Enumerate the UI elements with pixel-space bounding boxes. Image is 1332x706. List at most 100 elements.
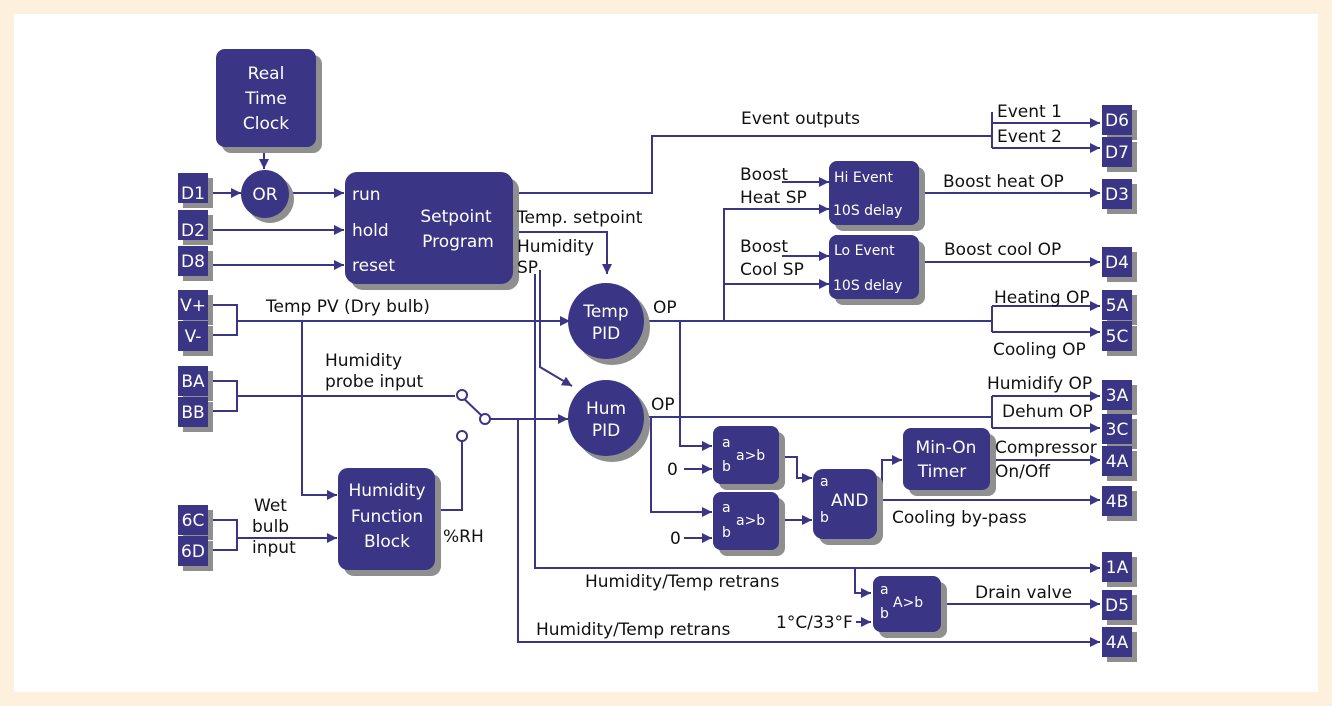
- drain-comparator-a: a: [880, 582, 889, 598]
- terminal-vminus: [178, 321, 208, 351]
- drain-comparator-block: [873, 576, 941, 632]
- setpoint-run-label: run: [352, 185, 381, 205]
- setpoint-title-2: Program: [422, 232, 494, 252]
- terminal-4a-label: 4A: [1106, 452, 1129, 472]
- terminal-6c-label: 6C: [182, 511, 205, 531]
- compressor-line-1: Compressor: [995, 438, 1097, 458]
- hum-pid-op-label: OP: [651, 395, 675, 415]
- terminal-1a-label: 1A: [1106, 558, 1129, 578]
- and-gate-block: [813, 469, 877, 539]
- rtc-line-1: Real: [248, 64, 285, 84]
- event-1-label: Event 1: [997, 102, 1062, 122]
- terminal-3a: [1102, 380, 1132, 410]
- hum-pid-line-2: PID: [592, 421, 620, 441]
- terminal-5c-label: 5C: [1106, 327, 1129, 347]
- temp-pv-label: Temp PV (Dry bulb): [265, 297, 430, 317]
- compressor-line-2: On/Off: [995, 462, 1051, 482]
- setpoint-hold-label: hold: [352, 221, 389, 241]
- event-outputs-label: Event outputs: [741, 109, 860, 129]
- terminal-6d: [178, 536, 208, 566]
- terminal-4a-retrans-label: 4A: [1106, 633, 1129, 653]
- terminal-ba-label: BA: [181, 372, 205, 392]
- hum-pid-line-1: Hum: [586, 399, 626, 419]
- humidify-op-label: Humidify OP: [987, 374, 1092, 394]
- real-time-clock-block: [216, 49, 316, 147]
- signal-labels: Event outputs Event 1 Event 2 Boost Heat…: [252, 102, 1097, 640]
- comparator-1-op: a>b: [736, 448, 765, 464]
- terminal-vplus: [178, 290, 208, 320]
- boost-cool-sp-line-1: Boost: [740, 237, 788, 257]
- and-gate-b: b: [820, 510, 829, 526]
- lo-event-delay: 10S delay: [833, 278, 902, 294]
- lo-event-block: [829, 235, 919, 299]
- terminal-d5-label: D5: [1105, 596, 1129, 616]
- terminal-4b-label: 4B: [1106, 492, 1128, 512]
- hfb-line-3: Block: [364, 532, 410, 552]
- switch-contact-upper: [456, 389, 468, 401]
- terminal-4a-retrans: [1102, 627, 1132, 657]
- wet-bulb-line-3: input: [252, 538, 296, 558]
- terminal-d6: [1102, 105, 1132, 135]
- terminal-d8: [178, 246, 208, 276]
- terminal-3c-label: 3C: [1106, 420, 1129, 440]
- terminal-d1-label: D1: [181, 184, 205, 204]
- terminal-d7: [1102, 137, 1132, 167]
- terminal-bb-label: BB: [181, 403, 204, 423]
- comparator-2-block: [713, 492, 779, 550]
- humidity-selector-switch: [456, 389, 491, 442]
- terminal-6d-label: 6D: [181, 542, 205, 562]
- cooling-bypass-label: Cooling by-pass: [892, 508, 1027, 528]
- terminal-d1: [178, 173, 208, 203]
- function-blocks: Real Time Clock OR run hold reset Setpoi…: [216, 49, 996, 638]
- comparator-1-b: b: [722, 459, 731, 475]
- terminal-6c: [178, 505, 208, 535]
- humidity-function-block: [338, 468, 435, 570]
- cooling-op-label: Cooling OP: [993, 340, 1086, 360]
- setpoint-title-1: Setpoint: [420, 207, 492, 227]
- timer-line-1: Min-On: [916, 438, 977, 458]
- terminal-d3-label: D3: [1105, 185, 1129, 205]
- terminal-4b: [1102, 486, 1132, 516]
- terminal-d8-label: D8: [181, 252, 205, 272]
- comparator-2-a: a: [722, 500, 731, 516]
- temp-pid-line-1: Temp: [582, 302, 628, 322]
- boost-heat-sp-line-2: Heat SP: [740, 188, 807, 208]
- comparator-1-block: [713, 426, 779, 484]
- input-terminals: D1 D2 D8 V+ V- BA BB 6C 6D: [178, 173, 213, 571]
- boost-heat-sp-line-1: Boost: [740, 165, 788, 185]
- retrans-label-2: Humidity/Temp retrans: [536, 620, 730, 640]
- hfb-line-2: Function: [351, 507, 423, 527]
- terminal-5a: [1102, 290, 1132, 320]
- drain-comparator-b: b: [880, 606, 889, 622]
- humidity-sp-line-1: Humidity: [517, 237, 594, 257]
- setpoint-reset-label: reset: [352, 256, 395, 276]
- terminal-d2: [178, 210, 208, 240]
- terminal-d3: [1102, 179, 1132, 209]
- drain-valve-label: Drain valve: [975, 583, 1072, 603]
- or-gate-label: OR: [252, 185, 277, 205]
- terminal-vminus-label: V-: [185, 327, 202, 347]
- terminal-ba: [178, 366, 208, 396]
- temp-setpoint-label: Temp. setpoint: [516, 208, 643, 228]
- zero-input-1: 0: [667, 460, 678, 480]
- drain-comparator-op: A>b: [893, 595, 923, 611]
- dehum-op-label: Dehum OP: [1002, 402, 1093, 422]
- boost-cool-op-label: Boost cool OP: [944, 240, 1061, 260]
- rtc-line-3: Clock: [243, 114, 289, 134]
- or-gate: [241, 170, 289, 218]
- terminal-vplus-label: V+: [180, 296, 206, 316]
- hi-event-block: [829, 161, 919, 225]
- temp-pid-line-2: PID: [592, 324, 620, 344]
- output-terminals: D6 D7 D3 D4 5A 5C 3A 3C 4A 4B 1A D5 4A: [1102, 105, 1137, 662]
- comparator-2-b: b: [722, 525, 731, 541]
- retrans-label-1: Humidity/Temp retrans: [585, 572, 779, 592]
- setpoint-program-block: [345, 172, 513, 284]
- hum-pid-block: [568, 380, 644, 456]
- terminal-d2-label: D2: [181, 221, 205, 241]
- terminal-d7-label: D7: [1105, 143, 1129, 163]
- hfb-line-1: Humidity: [348, 481, 425, 501]
- lo-event-label: Lo Event: [834, 243, 895, 259]
- hi-event-delay: 10S delay: [833, 203, 902, 219]
